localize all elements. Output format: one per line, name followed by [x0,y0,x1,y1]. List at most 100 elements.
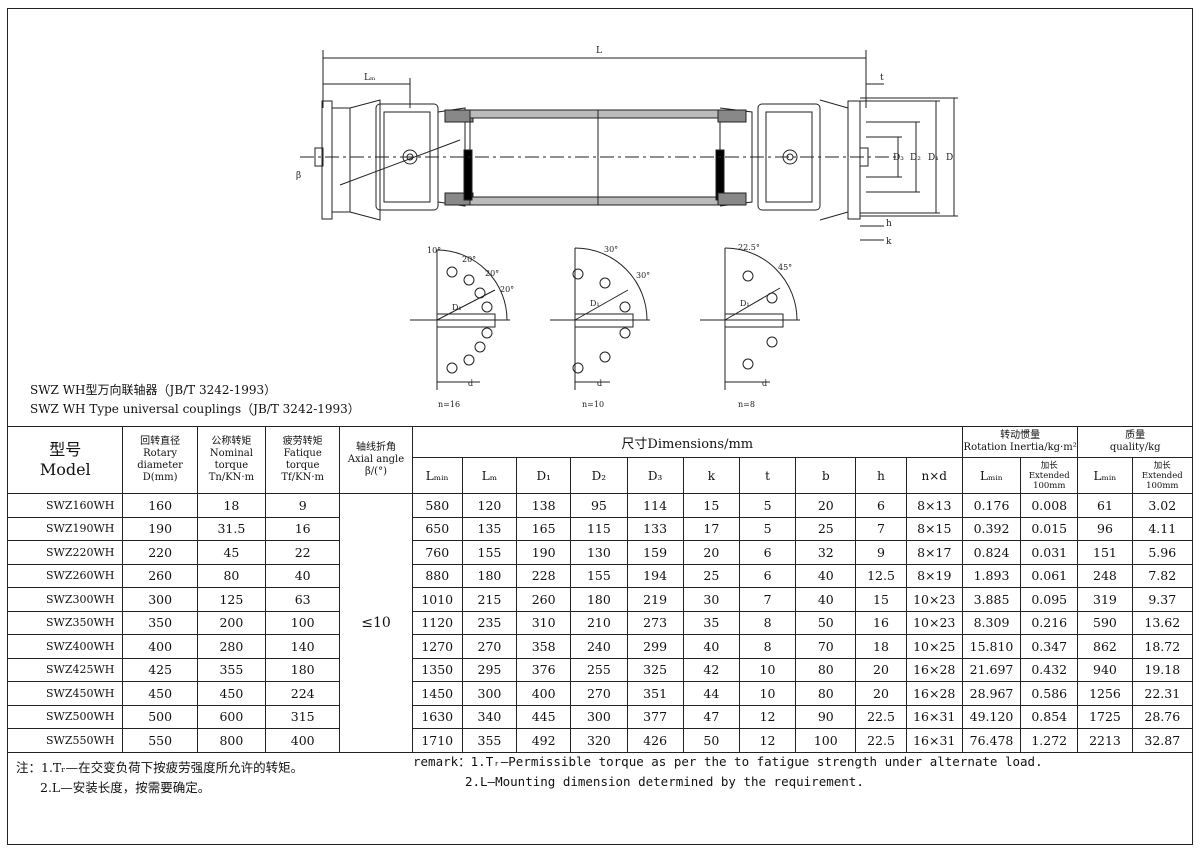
model-cell: SWZ500WH [6,704,124,729]
header-t: t [738,457,797,494]
header-d3: D₃ [626,457,684,494]
table-cell: 248 [1077,563,1133,588]
table-cell: 130 [570,540,628,565]
table-cell: 12.5 [855,563,907,588]
header-lm: Lₘ [461,457,518,494]
table-cell: 12 [738,704,797,729]
notes-cn: 注：1.Tᵣ—在交变负荷下按疲劳强度所允许的转矩。 2.L—安装长度，按需要确定… [16,758,303,798]
nominal-cn: 公称转矩 [211,436,252,447]
table-cell: 1270 [411,634,463,659]
table-cell: 5 [738,516,797,541]
table-cell: 8×15 [905,516,963,541]
table-cell: 76.478 [961,728,1022,753]
table-cell: 315 [265,704,341,729]
table-cell: 20 [855,657,907,682]
table-cell: 138 [516,493,572,518]
table-cell: 15 [682,493,740,518]
coupling-drawing: L Lₘ t D₃ D₂ D₁ D h k β 10° 20° 20° 20° … [296,46,958,409]
d-label: d [468,379,473,388]
table-cell: 16×31 [905,704,963,729]
angle-label: 22.5° [738,243,760,252]
table-cell: 15 [855,587,907,612]
table-cell: 45 [196,540,267,565]
table-cell: 273 [626,610,684,635]
table-cell: 7 [738,587,797,612]
table-cell: 600 [196,704,267,729]
table-cell: 1725 [1077,704,1133,729]
table-cell: 95 [570,493,628,518]
table-cell: 450 [122,681,198,706]
table-cell: 16×28 [905,681,963,706]
dim-k-label: k [886,237,892,247]
table-cell: 30 [682,587,740,612]
header-dimensions: 尺寸Dimensions/mm [411,426,963,458]
table-cell: 155 [570,563,628,588]
table-cell: 425 [122,657,198,682]
table-cell: 6 [738,563,797,588]
table-cell: 49.120 [961,704,1022,729]
angle-label: 10° [427,246,441,255]
table-cell: 190 [122,516,198,541]
axial-en: Axial angle [347,454,405,465]
table-cell: 7 [855,516,907,541]
table-cell: 80 [795,657,857,682]
table-cell: 5.96 [1131,540,1194,565]
table-cell: 550 [122,728,198,753]
table-cell: 80 [795,681,857,706]
table-cell: 580 [411,493,463,518]
table-cell: 492 [516,728,572,753]
header-b: b [795,457,857,494]
header-lmin: Lₘᵢₙ [411,457,463,494]
table-cell: 6 [738,540,797,565]
table-cell: 800 [196,728,267,753]
table-cell: 90 [795,704,857,729]
table-cell: 325 [626,657,684,682]
table-cell: 340 [461,704,518,729]
model-cell: SWZ300WH [6,587,124,612]
table-cell: 32.87 [1131,728,1194,753]
table-cell: 235 [461,610,518,635]
table-cell: 47 [682,704,740,729]
table-cell: 1256 [1077,681,1133,706]
model-cell: SWZ350WH [6,610,124,635]
table-cell: 13.62 [1131,610,1194,635]
header-quality-ext: 加长 Extended 100mm [1131,457,1194,494]
ext-en: Extended [1141,470,1183,481]
table-cell: 0.432 [1020,657,1079,682]
ext-cn: 加长 [1153,460,1171,471]
angle-label: 20° [485,269,499,278]
title-block: SWZ WH型万向联轴器（JB/T 3242-1993） SWZ WH Type… [30,381,360,419]
table-cell: 20 [682,540,740,565]
table-cell: 200 [196,610,267,635]
header-quality-lmin: Lₘᵢₙ [1077,457,1133,494]
ext-en: Extended [1028,470,1070,481]
table-cell: 17 [682,516,740,541]
header-d2: D₂ [570,457,628,494]
table-cell: 6 [855,493,907,518]
nominal-en: Tn/KN·m [208,472,255,483]
table-cell: 0.586 [1020,681,1079,706]
title-en: SWZ WH Type universal couplings（JB/T 324… [30,402,360,416]
table-cell: 40 [795,587,857,612]
nominal-en: torque [214,460,249,471]
table-cell: 376 [516,657,572,682]
model-cell: SWZ450WH [6,681,124,706]
table-cell: 160 [122,493,198,518]
table-cell: 219 [626,587,684,612]
table-cell: 135 [461,516,518,541]
table-cell: 0.095 [1020,587,1079,612]
table-cell: 16 [265,516,341,541]
ext-cn: 加长 [1040,460,1058,471]
table-cell: 40 [265,563,341,588]
table-cell: 8.309 [961,610,1022,635]
table-cell: 355 [196,657,267,682]
table-cell: 12 [738,728,797,753]
table-cell: 1350 [411,657,463,682]
table-cell: 44 [682,681,740,706]
header-k: k [682,457,740,494]
note-en-2: 2.L—Mounting dimension determined by the… [465,774,864,789]
table-cell: 100 [795,728,857,753]
